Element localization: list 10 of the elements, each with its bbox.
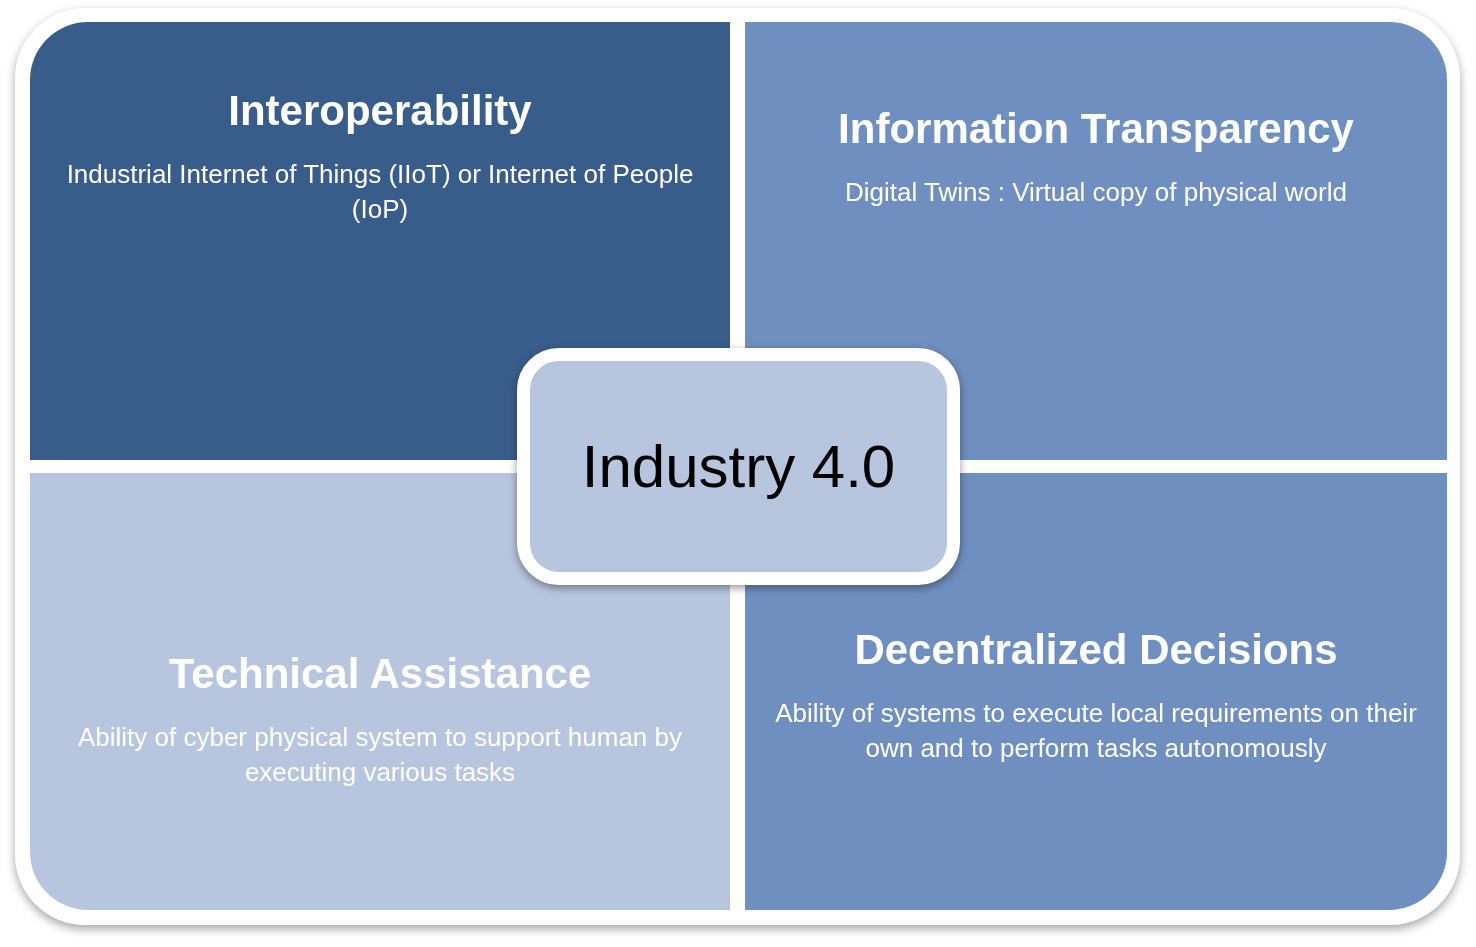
panel-heading: Information Transparency bbox=[837, 105, 1355, 153]
panel-description: Industrial Internet of Things (IIoT) or Internet of People (IoP) bbox=[65, 158, 695, 226]
panel-heading: Technical Assistance bbox=[167, 650, 593, 698]
panel-heading: Decentralized Decisions bbox=[853, 626, 1339, 674]
panel-heading: Interoperability bbox=[227, 87, 533, 135]
panel-description: Ability of cyber physical system to support human by executing various tasks bbox=[76, 721, 683, 789]
panel-description: Ability of systems to execute local requirements on their own and to perform tasks autonomously bbox=[774, 697, 1418, 765]
panel-description: Digital Twins : Virtual copy of physical world bbox=[844, 176, 1348, 209]
center-title: Industry 4.0 bbox=[581, 432, 896, 501]
center-box bbox=[517, 348, 960, 585]
